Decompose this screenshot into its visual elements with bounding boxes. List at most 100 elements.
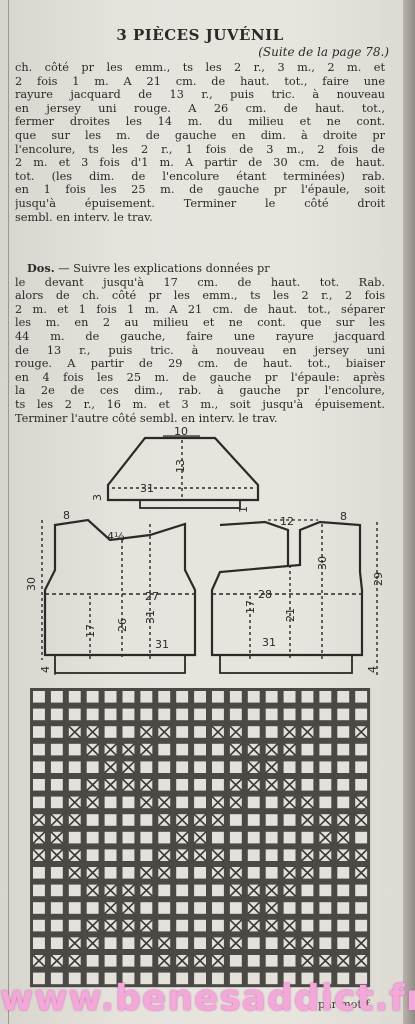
grid-cell <box>337 708 350 721</box>
grid-cross <box>86 778 100 792</box>
back-shoulder-dim: 8 <box>340 510 347 523</box>
text-line: sembl. en interv. le trav. <box>15 210 153 224</box>
grid-cell <box>86 902 99 914</box>
grid-cell <box>122 955 135 967</box>
grid-cell <box>247 691 260 703</box>
grid-cell <box>319 691 332 703</box>
grid-cell <box>176 937 189 949</box>
grid-cell <box>33 743 45 756</box>
grid-cell <box>212 779 224 791</box>
grid-cell <box>265 955 278 967</box>
grid-cell <box>212 902 224 914</box>
grid-cell <box>158 743 171 756</box>
grid-cross <box>318 954 332 968</box>
grid-cell <box>86 814 99 826</box>
front-mid-height-dim: 26 <box>116 618 129 632</box>
grid-cell <box>337 919 350 932</box>
grid-cross <box>300 813 314 827</box>
grid-cell <box>158 972 171 985</box>
grid-cell <box>140 761 153 773</box>
grid-cross <box>157 813 171 827</box>
grid-cross <box>32 831 46 844</box>
grid-cell <box>122 708 135 721</box>
grid-cell <box>229 691 242 703</box>
grid-cross <box>193 813 207 827</box>
grid-cell <box>86 972 99 985</box>
grid-cell <box>355 972 368 985</box>
back-mid-height-dim: 21 <box>284 608 297 622</box>
grid-cell <box>247 726 260 738</box>
back-rib <box>219 654 353 674</box>
grid-cell <box>337 726 350 738</box>
grid-cell <box>122 937 135 949</box>
grid-cell <box>68 884 81 897</box>
grid-cell <box>319 867 332 879</box>
grid-cross <box>336 813 350 827</box>
grid-cell <box>104 691 117 703</box>
page-subtitle: (Suite de la page 78.) <box>258 45 389 59</box>
grid-cell <box>247 972 260 985</box>
grid-cell <box>176 761 189 773</box>
grid-cross <box>193 954 207 968</box>
text-line: l'encolure, ts les 2 r., 1 fois de 3 m.,… <box>15 142 385 156</box>
grid-cross <box>32 813 46 827</box>
grid-cell <box>33 779 45 791</box>
grid-cell <box>50 867 63 879</box>
cut-off-caption: par motif <box>318 998 370 1011</box>
grid-cross <box>104 901 118 915</box>
grid-cross <box>229 796 243 809</box>
text-line: ts les 2 r., 16 m. et 3 m., soit jusqu'à… <box>15 397 385 411</box>
grid-cross <box>265 778 279 792</box>
grid-cell <box>283 691 296 703</box>
grid-cell <box>212 691 224 703</box>
grid-cell <box>176 691 189 703</box>
back-inner-height-dim: 30 <box>316 556 329 570</box>
grid-cell <box>33 796 45 809</box>
grid-cell <box>122 691 135 703</box>
text-line: en 1 fois les 25 m. de gauche pr l'épaul… <box>15 183 385 197</box>
grid-cell <box>301 708 314 721</box>
front-lower-height-dim: 17 <box>84 624 97 638</box>
text-line: 2 m. et 1 fois 1 m. A 21 cm. de haut. to… <box>15 302 385 316</box>
grid-cell <box>355 708 368 721</box>
grid-cell <box>33 972 45 985</box>
grid-cross <box>32 848 46 862</box>
grid-cross <box>104 884 118 897</box>
grid-cell <box>265 937 278 949</box>
grid-cell <box>86 761 99 773</box>
grid-cell <box>194 796 206 809</box>
text-line: le devant jusqu'à 17 cm. de haut. tot. R… <box>15 275 385 289</box>
back-schematic <box>210 519 378 676</box>
grid-cross <box>175 831 189 844</box>
collar-right-dim: 1 <box>237 506 250 513</box>
grid-cell <box>355 919 368 932</box>
collar-left-dim: 3 <box>91 494 104 501</box>
grid-cross <box>86 936 100 950</box>
grid-cross <box>211 813 225 827</box>
grid-cell <box>212 761 224 773</box>
text-line: en jersey uni rouge. A 26 cm. de haut. t… <box>15 101 385 115</box>
back-lower-height-dim: 17 <box>244 600 257 614</box>
front-width-dim: 27 <box>145 590 159 603</box>
grid-cross <box>318 831 332 844</box>
grid-cell <box>33 902 45 914</box>
grid-cross <box>68 954 82 968</box>
grid-cell <box>86 708 99 721</box>
grid-cell <box>229 849 242 861</box>
grid-cell <box>319 902 332 914</box>
grid-cross <box>86 866 100 880</box>
grid-cell <box>319 761 332 773</box>
grid-cell <box>212 743 224 756</box>
grid-cell <box>33 937 45 949</box>
grid-cell <box>355 779 368 791</box>
grid-cell <box>50 779 63 791</box>
grid-cell <box>50 796 63 809</box>
grid-cell <box>68 691 81 703</box>
grid-cross <box>139 743 153 756</box>
grid-cell <box>158 708 171 721</box>
grid-cell <box>337 796 350 809</box>
page-title: 3 PIÈCES JUVÉNIL <box>116 26 284 44</box>
grid-cell <box>104 849 117 861</box>
grid-cross <box>139 866 153 880</box>
grid-cell <box>265 726 278 738</box>
